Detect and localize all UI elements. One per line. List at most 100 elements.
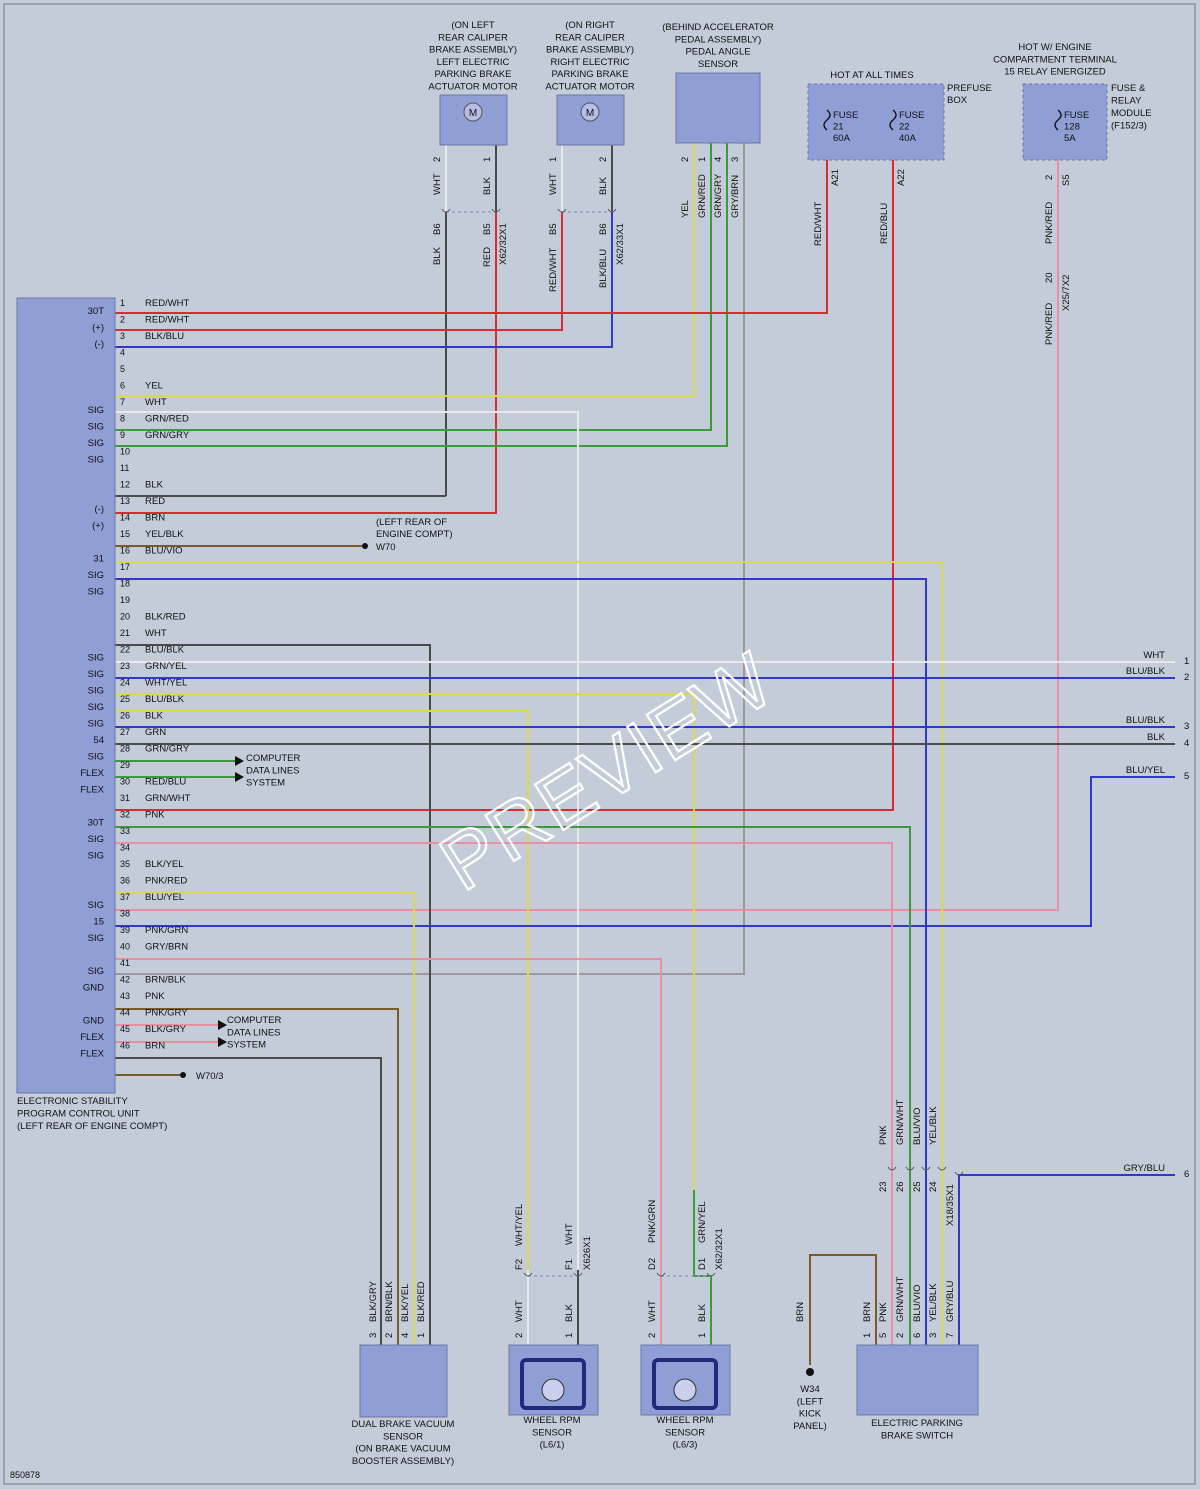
connector-fork <box>706 1272 716 1277</box>
wire-color: BLK/YEL <box>400 1283 411 1322</box>
fuse-label: 40A <box>899 133 917 144</box>
fuse-label: 60A <box>833 133 851 144</box>
left-motor-label: REAR CALIPER <box>438 32 508 43</box>
ecu-pin-number: 5 <box>120 364 125 374</box>
pin-number: F1 <box>564 1259 575 1270</box>
right-motor-label: (ON RIGHT <box>565 20 615 31</box>
ecu-pin-number: 40 <box>120 942 130 952</box>
ecu-pin-number: 13 <box>120 496 130 506</box>
wire-color: BLK <box>482 176 493 195</box>
fuse-label: 22 <box>899 122 910 133</box>
ecu-wire-color: YEL <box>145 381 163 392</box>
wire-red-blu <box>115 160 894 811</box>
right-motor-label: BRAKE ASSEMBLY) <box>546 45 634 56</box>
edge-pin: 1 <box>1184 656 1189 667</box>
ecu-pin-number: 30 <box>120 777 130 787</box>
w34-label: PANEL) <box>793 1421 827 1432</box>
ecu-pin-label: SIG <box>88 851 104 862</box>
edge-wire-color: WHT <box>1143 650 1165 661</box>
fuse-icon <box>823 109 831 131</box>
prefuse-label: PREFUSE <box>947 83 992 94</box>
left-motor-label: PARKING BRAKE <box>435 69 512 80</box>
connector-fork <box>921 1166 931 1171</box>
wire-color: YEL/BLK <box>928 1283 939 1322</box>
pin-number: 2 <box>647 1333 658 1338</box>
edge-wire-color: GRY/BLU <box>1123 1163 1165 1174</box>
wire-color: GRN/RED <box>697 174 708 218</box>
pin-number: 2 <box>384 1333 395 1338</box>
pin-number: 4 <box>400 1333 411 1338</box>
ecu-wire-color: WHT <box>145 397 167 408</box>
ecu-pin-number: 11 <box>120 463 129 473</box>
ecu-wire-color: PNK/RED <box>145 876 187 887</box>
pedal-sensor-box <box>675 72 761 144</box>
pin-number: 24 <box>928 1181 939 1192</box>
motor-icon <box>463 102 483 122</box>
left-motor-label: (ON LEFT <box>451 20 494 31</box>
ecu-pin-number: 38 <box>120 909 130 919</box>
fuse-label: 21 <box>833 122 844 133</box>
ecu-name: ELECTRONIC STABILITY <box>17 1096 128 1107</box>
vacuum-sensor-label: (ON BRAKE VACUUM <box>355 1444 450 1455</box>
pin-number: A22 <box>896 169 907 186</box>
pin-number: 2 <box>1044 175 1055 180</box>
connector-fork <box>954 1171 964 1176</box>
ecu-pin-label: GND <box>83 983 104 994</box>
frm-label: (F152/3) <box>1111 121 1147 132</box>
wire-wht-yel <box>115 710 529 1270</box>
wire-red-wht <box>115 212 563 331</box>
wire-grn-yel <box>693 1190 712 1345</box>
connector-fork <box>607 208 617 213</box>
ecu-pin-label: SIG <box>88 702 104 713</box>
ecu-wire-color: RED/WHT <box>145 298 190 309</box>
edge-pin: 2 <box>1184 672 1189 683</box>
wire-color: BLK <box>598 176 609 195</box>
epb-label: BRAKE SWITCH <box>881 1430 953 1441</box>
left-motor-label: ACTUATOR MOTOR <box>428 82 517 93</box>
connector-fork <box>937 1166 947 1171</box>
ecu-pin-label: SIG <box>88 405 104 416</box>
w34-label: (LEFT <box>797 1396 824 1407</box>
ecu-pin-label: SIG <box>88 900 104 911</box>
ecu-pin-number: 22 <box>120 645 130 655</box>
pin-number: 1 <box>548 157 559 162</box>
pedal-sensor-label: (BEHIND ACCELERATOR <box>662 22 774 33</box>
ecu-pin-label: 31 <box>93 554 104 565</box>
ecu-pin-number: 31 <box>120 793 130 803</box>
left-motor-label: LEFT ELECTRIC <box>437 57 510 68</box>
pin-number: 1 <box>697 1333 708 1338</box>
pin-number: 4 <box>713 157 724 162</box>
pin-number: D1 <box>697 1258 708 1270</box>
wire-color: PNK/RED <box>1044 202 1055 244</box>
ecu-pin-number: 24 <box>120 678 130 688</box>
ecu-pin-number: 19 <box>120 595 130 605</box>
wire-color: WHT <box>514 1300 525 1322</box>
pedal-sensor-label: PEDAL ASSEMBLY) <box>675 34 762 45</box>
wire-red-wht <box>115 160 828 314</box>
pin-number: B5 <box>548 223 559 235</box>
pin-number: 2 <box>680 157 691 162</box>
edge-pin: 5 <box>1184 771 1189 782</box>
ecu-pin-number: 4 <box>120 348 125 358</box>
right-motor-label: PARKING BRAKE <box>552 69 629 80</box>
ecu-pin-label: SIG <box>88 834 104 845</box>
wire-color: GRN/GRY <box>713 173 724 218</box>
ecu-wire-color: RED/BLU <box>145 777 186 788</box>
cdl-label: COMPUTER <box>227 1015 282 1026</box>
ecu-wire-color: GRN/WHT <box>145 793 191 804</box>
ecu-wire-color: PNK/GRY <box>145 1008 188 1019</box>
ecu-pin-number: 45 <box>120 1024 130 1034</box>
wire-color: BRN <box>795 1302 806 1322</box>
wire-color: GRY/BLU <box>945 1280 956 1322</box>
hot-label: HOT AT ALL TIMES <box>830 70 913 81</box>
ecu-pin-label: SIG <box>88 669 104 680</box>
wire-grn-red <box>115 143 712 431</box>
wire-grn-wht <box>115 826 911 1170</box>
pedal-sensor-label: PEDAL ANGLE <box>685 47 750 58</box>
wire-color: PNK/RED <box>1044 303 1055 345</box>
cdl-label: COMPUTER <box>246 753 301 764</box>
wires-layer <box>115 143 1175 1365</box>
wire-color: GRN/YEL <box>697 1201 708 1243</box>
ecu-wire-color: GRN <box>145 727 166 738</box>
ecu-wire-color: BLK/GRY <box>145 1024 187 1035</box>
